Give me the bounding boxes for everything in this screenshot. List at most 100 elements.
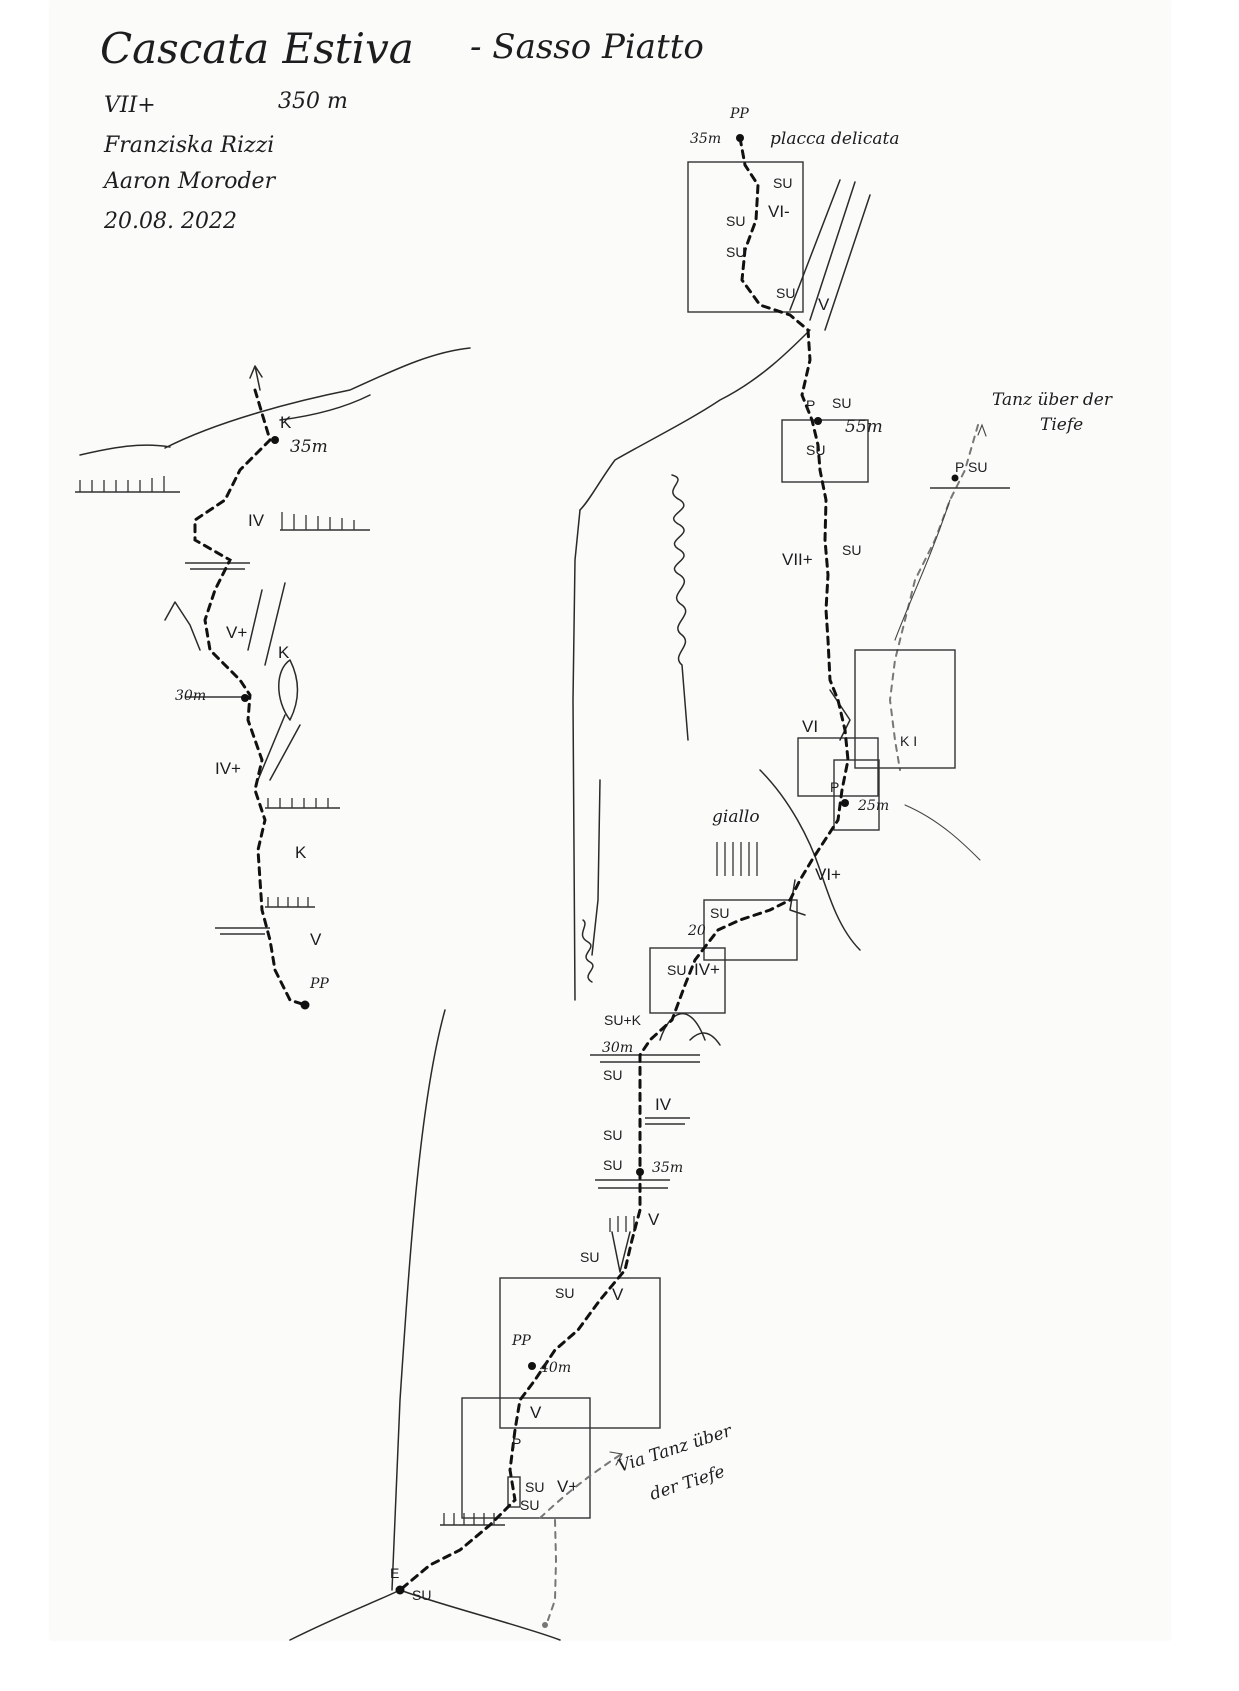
crack-line [257,714,286,781]
label-grade: VI- [768,202,790,221]
label-su: SU [525,1479,544,1495]
anchor-dot [300,1000,310,1010]
label-su: SU [776,285,795,301]
rock-block [649,947,726,1014]
label-p: P [806,397,815,413]
label-pp: PP [309,976,329,992]
arrow-up-icon [977,423,987,437]
ridge-line-inner [279,394,371,421]
wavy-crack [671,474,689,741]
label-su: SU [806,442,825,458]
ridge-line [579,329,811,511]
anchor-dot [528,1362,536,1370]
label-anchor: 35m [652,1160,683,1176]
label-grade: VII+ [782,550,813,569]
hatched-ledge-bottom [440,1513,505,1526]
label-grade: IV+ [694,960,720,979]
label-su: SU [603,1127,622,1143]
right-route-line [888,424,979,771]
main-route-line [398,136,850,1592]
via-route-line [539,1454,621,1519]
label-anchor: 35m [690,131,721,147]
right-topo: Tanz über der Tiefe P SU K I [854,390,1113,861]
ridge-line [164,347,471,449]
giallo-hatch [716,842,758,876]
label-grade: V [648,1210,660,1229]
ascent-date: 20.08. 2022 [103,209,237,234]
topo-title: Cascata Estiva [100,24,414,73]
rock-feature [164,601,201,651]
rock-feature [829,689,851,741]
label-anchor: 40m [539,1360,571,1376]
label-k: K [295,843,307,862]
label-anchor: 55m [845,417,883,437]
label-anchor: 30m [602,1040,633,1056]
label-su: SU [773,175,792,191]
crack-line [904,804,981,861]
anchor-dot [841,799,849,807]
overall-length: 350 m [278,89,348,114]
label-grade: V [530,1403,542,1422]
label-tanz: Tanz über der [992,390,1113,410]
label-k: K I [900,733,917,749]
anchor-dot [814,417,822,425]
rock-block [833,759,880,831]
left-topo: K 35m IV V+ K 30m IV+ K V PP [75,347,471,1010]
label-su: SU [520,1497,539,1513]
anchor-dot [951,474,959,482]
topo-subtitle: - Sasso Piatto [470,27,704,67]
hatched-ledge-right [280,512,370,531]
pillar-line [591,779,601,956]
label-grade: V [310,930,322,949]
label-su: SU [603,1157,622,1173]
label-grade: V [818,295,830,314]
anchor-dot [636,1168,644,1176]
label-pp: PP [729,106,749,122]
label-grade: IV+ [215,759,241,778]
crack-line [247,589,263,651]
label-via-2: der Tiefe [647,1462,727,1505]
author-2: Aaron Moroder [102,169,277,194]
ridge-line-left [79,444,171,456]
paper-sheet [50,0,1170,1640]
anchor-dot [736,134,744,142]
label-grade: V+ [557,1477,578,1496]
label-anchor: 25m [857,798,889,814]
label-su: SU [842,542,861,558]
rock-block [461,1397,591,1519]
rock-block [687,161,804,313]
label-giallo: giallo [712,807,760,827]
rock-block [797,737,879,797]
hatched-ledge-top-left [75,476,180,493]
main-topo: 35m PP placca delicata SU SU SU VI- SU V… [289,106,899,1641]
bulge [659,1013,706,1041]
author-1: Franziska Rizzi [103,133,274,158]
crack-line [611,1231,631,1273]
label-grade: V [612,1285,624,1304]
label-su: SU [832,395,851,411]
crack-line [894,499,951,641]
crack-line [269,724,301,781]
rock-block [703,899,798,961]
arrow-icon [609,1451,623,1466]
label-tiefe: Tiefe [1040,415,1083,435]
label-su: SU [726,244,745,260]
pillar-line [572,509,581,1001]
label-su: SU [710,905,729,921]
label-p: P [830,779,839,795]
chimney-lines [789,179,871,331]
crack-line [264,582,286,666]
label-grade: VI [802,717,818,736]
anchor-dot [542,1622,548,1628]
left-route-line [193,388,307,1007]
label-e: E [390,1565,399,1581]
label-anchor: 35m [290,437,328,457]
bulge [689,1032,721,1046]
rock-block [781,419,869,483]
arrow-up-icon [249,365,263,391]
anchor-dot [395,1585,405,1595]
crack-line [759,769,861,951]
rock-block [499,1277,661,1429]
label-su: SU [667,962,686,978]
